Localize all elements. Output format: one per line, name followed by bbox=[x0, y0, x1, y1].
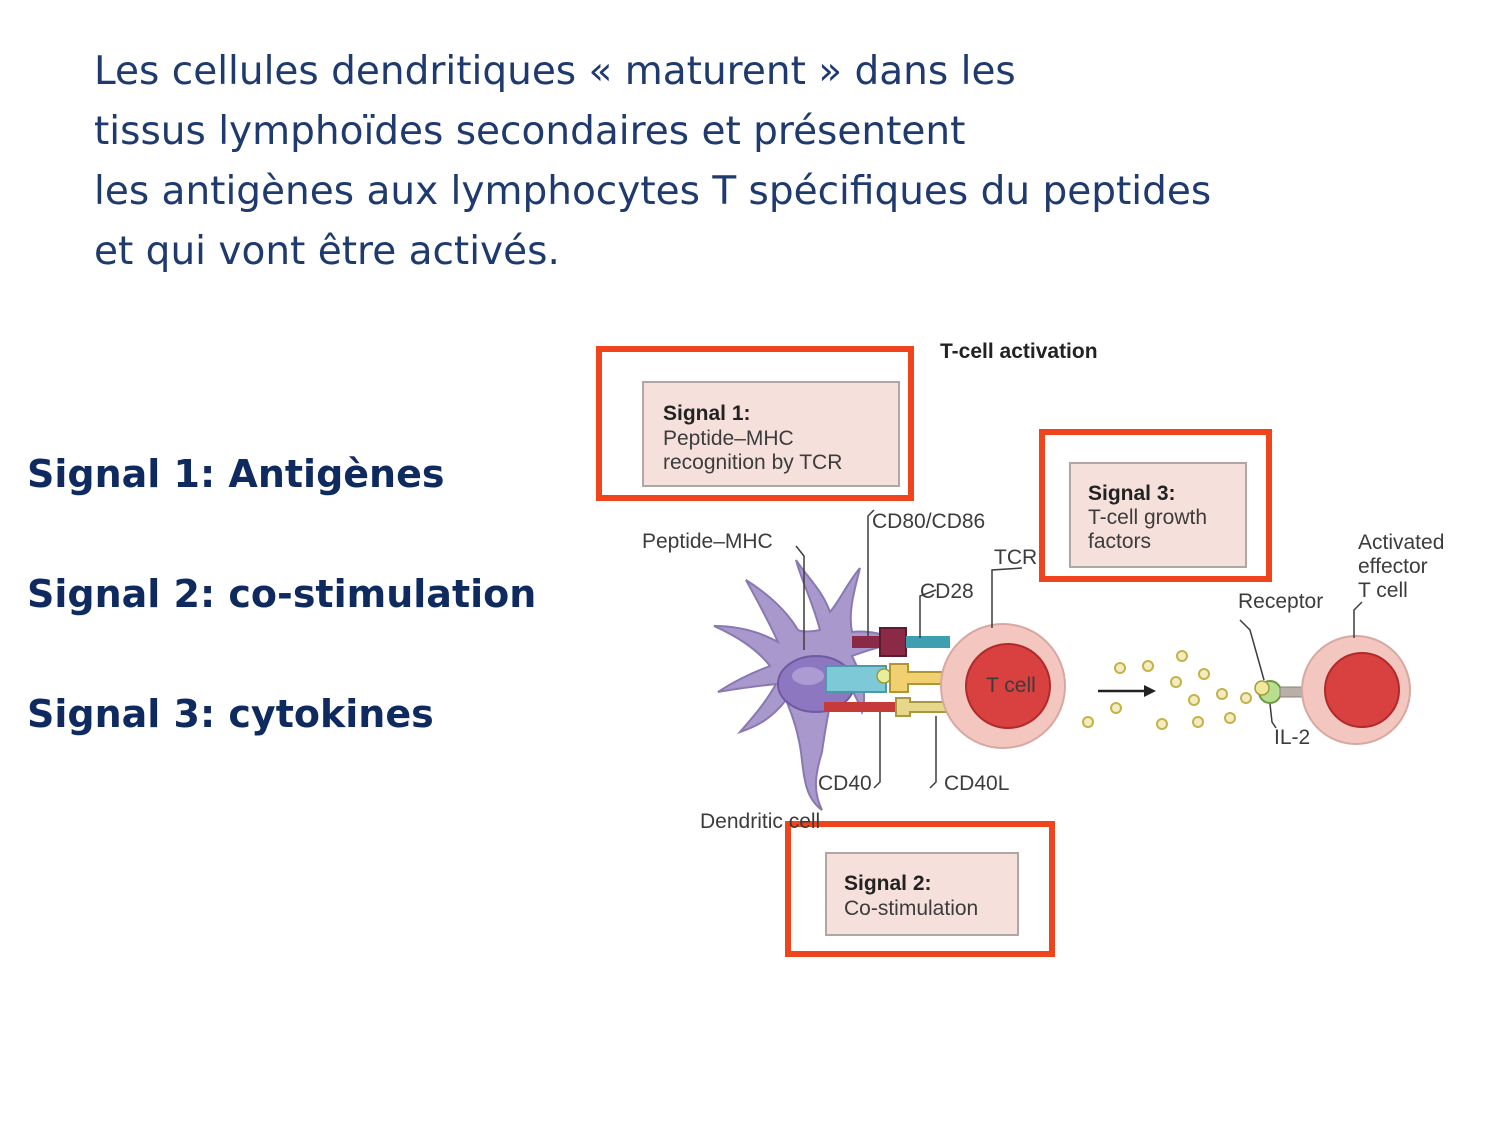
cytokine-dot bbox=[1198, 668, 1210, 680]
cytokine-particles bbox=[1082, 650, 1252, 730]
signal-1-highlight bbox=[596, 346, 914, 501]
tcr-leader bbox=[991, 567, 1023, 628]
cytokine-dot bbox=[1170, 676, 1182, 688]
signal-1-heading: Signal 1: bbox=[663, 402, 751, 425]
cd40-label: CD40 bbox=[818, 772, 872, 795]
t-cell-label: T cell bbox=[986, 674, 1036, 697]
activated-label-line2: effector bbox=[1358, 555, 1428, 578]
nucleus-highlight bbox=[792, 667, 824, 685]
activated-label-line1: Activated bbox=[1358, 531, 1444, 554]
signal-3-box: Signal 3: T-cell growth factors bbox=[1039, 429, 1272, 582]
dendritic-cell bbox=[713, 559, 903, 811]
signal-2-highlight bbox=[785, 821, 1055, 957]
bound-il2 bbox=[1254, 680, 1270, 696]
peptide-fragment bbox=[876, 668, 892, 684]
signal-2-line1: Co-stimulation bbox=[844, 897, 978, 920]
cytokine-dot bbox=[1110, 702, 1122, 714]
activated-label-line3: T cell bbox=[1358, 579, 1408, 602]
signal-1-line2: recognition by TCR bbox=[663, 451, 842, 474]
il2-receptor bbox=[1254, 680, 1319, 704]
t-cell-activation-diagram: T-cell activation Signal 1: Peptide–MHC … bbox=[596, 340, 1444, 957]
cytokine-dot bbox=[1192, 716, 1204, 728]
signal-3-heading: Signal 3: bbox=[1088, 482, 1176, 505]
activated-t-cell-nucleus bbox=[1324, 652, 1400, 728]
cd40l-label: CD40L bbox=[944, 772, 1009, 795]
cd80-cd86-head bbox=[879, 627, 907, 657]
cytokine-dot bbox=[1114, 662, 1126, 674]
cd28-leader bbox=[919, 589, 937, 638]
intro-line: tissus lymphoïdes secondaires et présent… bbox=[94, 109, 966, 154]
signal-1-box: Signal 1: Peptide–MHC recognition by TCR bbox=[596, 346, 914, 501]
receptor-label: Receptor bbox=[1238, 590, 1323, 613]
signal-1-line1: Peptide–MHC bbox=[663, 427, 794, 450]
leader-lines bbox=[795, 509, 1363, 789]
peptide-mhc-leader bbox=[795, 545, 805, 650]
signal-3-inner-box bbox=[1069, 462, 1247, 568]
cd28-label: CD28 bbox=[920, 580, 974, 603]
signal-3-line2: factors bbox=[1088, 530, 1151, 553]
cd40-molecule bbox=[824, 702, 898, 712]
receptor-ligand-pairs bbox=[824, 627, 957, 717]
il2-leader bbox=[1269, 703, 1277, 729]
intro-line: Les cellules dendritiques « maturent » d… bbox=[94, 49, 1016, 94]
cd28-molecule bbox=[906, 636, 950, 648]
signal-3-line1: T-cell growth bbox=[1088, 506, 1207, 529]
activation-arrow bbox=[1098, 685, 1156, 697]
cd40-leader bbox=[873, 712, 881, 789]
arrow-head bbox=[1144, 685, 1156, 697]
activated-t-cell-leader bbox=[1353, 601, 1363, 638]
signal-2-inner-box bbox=[825, 852, 1019, 936]
cd80-cd86-label: CD80/CD86 bbox=[872, 510, 985, 533]
signal-3-highlight bbox=[1039, 429, 1272, 582]
cytokine-dot bbox=[1188, 694, 1200, 706]
signal-2-heading: Signal 2: bbox=[844, 872, 932, 895]
signal-2-label: Signal 2: co-stimulation bbox=[27, 572, 537, 616]
intro-line: et qui vont être activés. bbox=[94, 229, 560, 274]
cytokine-dot bbox=[1142, 660, 1154, 672]
cytokine-dot bbox=[1176, 650, 1188, 662]
receptor-leader bbox=[1239, 619, 1265, 681]
tcr-label: TCR bbox=[994, 546, 1037, 569]
peptide-mhc-label: Peptide–MHC bbox=[642, 530, 773, 553]
signal-list: Signal 1: Antigènes Signal 2: co-stimula… bbox=[27, 446, 536, 806]
cytokine-dot bbox=[1224, 712, 1236, 724]
dendritic-cell-label: Dendritic cell bbox=[700, 810, 820, 833]
signal-2-box: Signal 2: Co-stimulation bbox=[785, 821, 1055, 957]
cytokine-dot bbox=[1156, 718, 1168, 730]
signal-3-label: Signal 3: cytokines bbox=[27, 692, 434, 736]
cytokine-dot bbox=[1082, 716, 1094, 728]
cd40l-leader bbox=[929, 716, 937, 789]
intro-line: les antigènes aux lymphocytes T spécifiq… bbox=[94, 169, 1212, 214]
signal-1-label: Signal 1: Antigènes bbox=[27, 452, 445, 496]
intro-text: Les cellules dendritiques « maturent » d… bbox=[94, 42, 1294, 282]
peptide-mhc-molecule bbox=[825, 665, 887, 693]
activated-t-cell bbox=[1301, 635, 1411, 745]
t-cell: T cell bbox=[940, 623, 1066, 749]
cd80-cd86-leader bbox=[867, 509, 875, 636]
signal-1-inner-box bbox=[642, 381, 900, 487]
t-cell-nucleus bbox=[965, 643, 1051, 729]
cd80-cd86-molecule bbox=[852, 636, 886, 648]
cytokine-dot bbox=[1240, 692, 1252, 704]
il2-label: IL-2 bbox=[1274, 726, 1310, 749]
diagram-title: T-cell activation bbox=[940, 340, 1098, 363]
cytokine-dot bbox=[1216, 688, 1228, 700]
